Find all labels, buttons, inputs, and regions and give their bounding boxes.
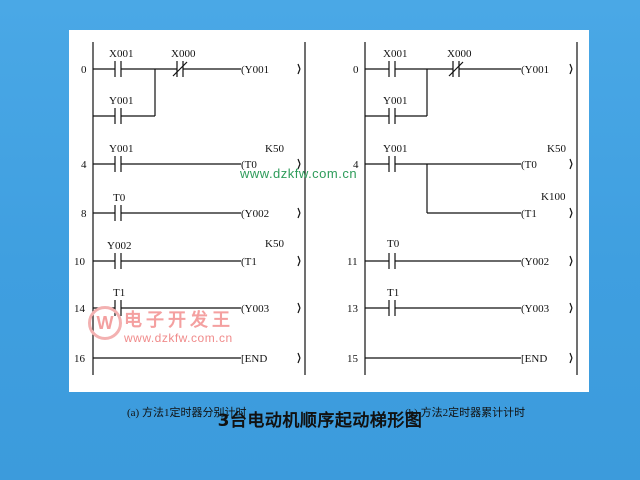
contact-label: X001 <box>383 48 407 60</box>
caption-a: (a) 方法1定时器分别计时 <box>127 407 247 419</box>
coil-label: (T1 <box>521 208 537 220</box>
constant-label: K50 <box>265 143 284 155</box>
caption-b: (b) 方法2定时器累计计时 <box>405 407 526 419</box>
step-number: 0 <box>81 64 87 76</box>
step-number: 4 <box>81 159 87 171</box>
step-number: 14 <box>74 303 86 315</box>
figure-title: 3台电动机顺序起动梯形图 <box>217 411 423 431</box>
contact-label: X000 <box>447 48 472 60</box>
coil-label: (Y001 <box>241 64 269 76</box>
watermark-url-bottom: www.dzkfw.com.cn <box>124 331 233 345</box>
constant-label: K100 <box>541 191 566 203</box>
step-number: 4 <box>353 159 359 171</box>
contact-label: X001 <box>109 48 133 60</box>
step-number: 15 <box>347 353 359 365</box>
contact-label: Y002 <box>107 240 131 252</box>
watermark-brand: 电子开发王 <box>124 310 234 331</box>
coil-label: (Y001 <box>521 64 549 76</box>
coil-label: (Y003 <box>521 303 550 315</box>
contact-label: Y001 <box>383 95 407 107</box>
constant-label: K50 <box>265 238 284 250</box>
contact-label: Y001 <box>383 143 407 155</box>
contact-label: Y001 <box>109 143 133 155</box>
ladder-panel: 0 4 8 10 14 16 X001 X000 Y001 Y001 T0 Y0… <box>69 30 589 419</box>
step-number: 0 <box>353 64 359 76</box>
constant-label: K50 <box>547 143 566 155</box>
contact-label: T1 <box>387 287 399 299</box>
step-number: 10 <box>74 256 86 268</box>
coil-label: (T1 <box>241 256 257 268</box>
step-number: 11 <box>347 256 358 268</box>
coil-label: (T0 <box>241 159 257 171</box>
step-number: 13 <box>347 303 359 315</box>
ladder-diagrams: 0 4 8 10 14 16 X001 X000 Y001 Y001 T0 Y0… <box>74 42 578 375</box>
coil-label: (Y002 <box>241 208 269 220</box>
coil-label: [END <box>521 353 547 365</box>
coil-label: (Y002 <box>521 256 549 268</box>
watermark-url: www.dzkfw.com.cn <box>240 166 358 181</box>
coil-label: [END <box>241 353 267 365</box>
contact-label: T0 <box>387 238 400 250</box>
coil-label: (T0 <box>521 159 537 171</box>
step-number: 16 <box>74 353 86 365</box>
watermark-logo-icon: W <box>88 306 122 340</box>
contact-label: X000 <box>171 48 196 60</box>
step-number: 8 <box>81 208 87 220</box>
coil-label: (Y003 <box>241 303 270 315</box>
contact-label: T0 <box>113 192 126 204</box>
contact-label: T1 <box>113 287 125 299</box>
contact-label: Y001 <box>109 95 133 107</box>
